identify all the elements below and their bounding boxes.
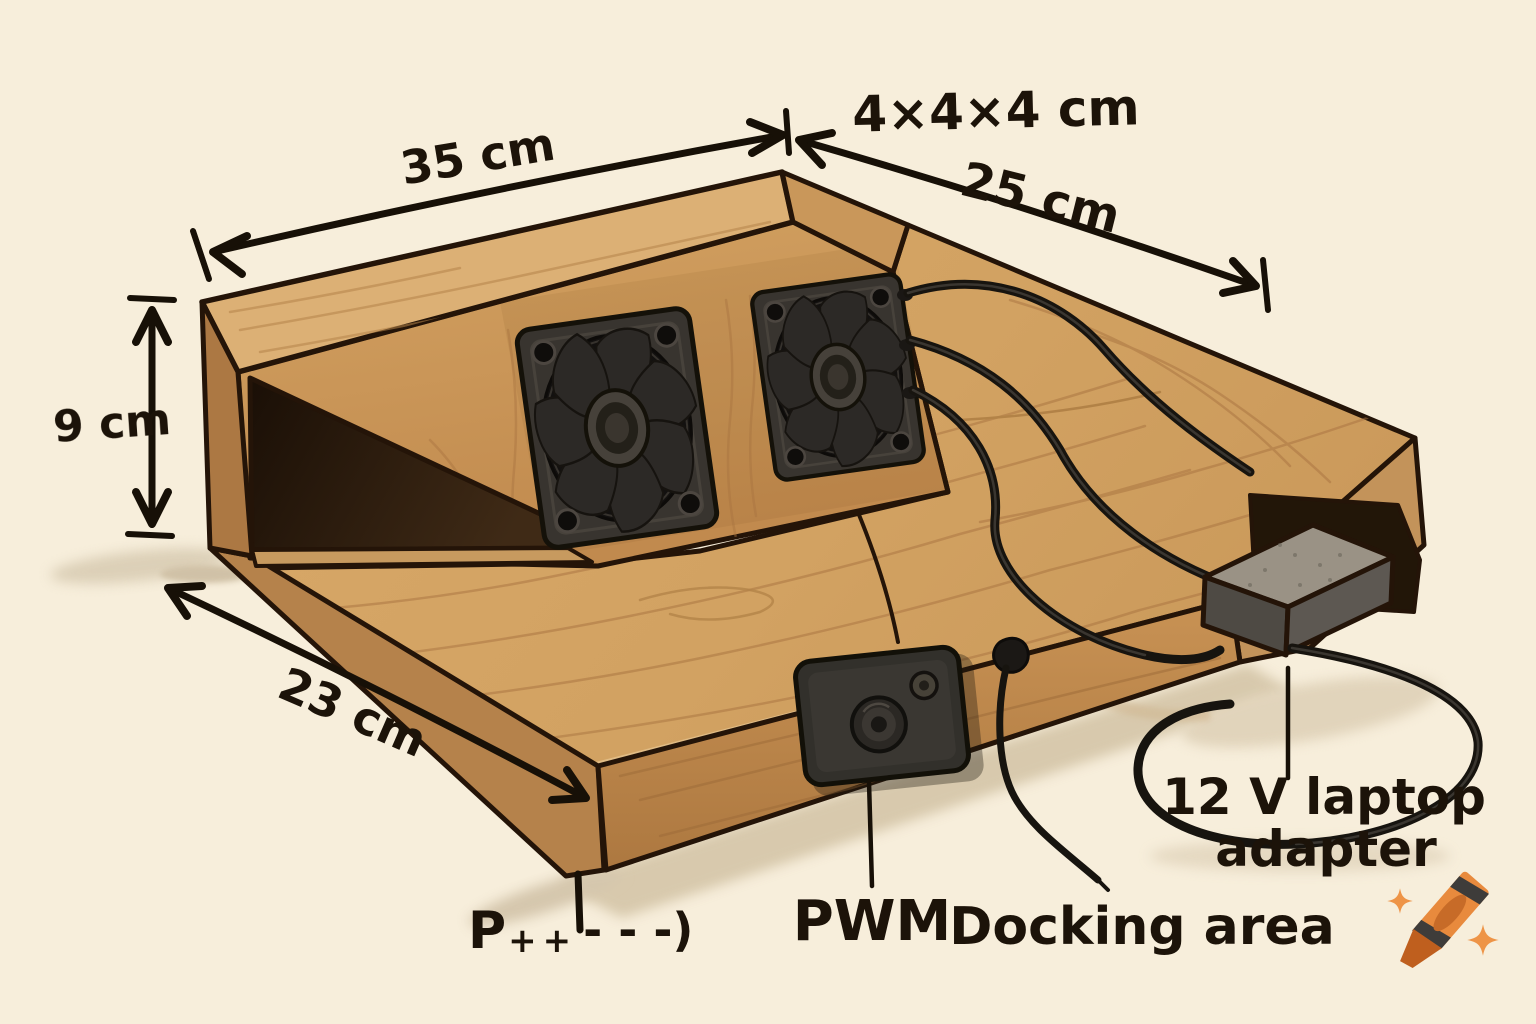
- cooling-fan-right: [751, 273, 926, 483]
- crayon-watermark: [1387, 871, 1499, 969]
- wedge-left-edge: [199, 299, 255, 559]
- dimension-arrow-25cm: [795, 129, 1271, 313]
- dimension-arrow-9cm: [125, 295, 177, 539]
- dim-label-4x4x4: 4×4×4 cm: [852, 78, 1141, 144]
- docking-cable: [992, 636, 1110, 892]
- wiring-dash-line: [574, 870, 584, 934]
- pwm-leader-line: [866, 779, 875, 889]
- fan-cable-3-sheen: [911, 388, 1147, 657]
- pwm-label: PWM: [793, 889, 952, 954]
- cavity-floor: [250, 546, 594, 568]
- adapter-texture: [1248, 543, 1342, 587]
- adapter-label-line2: adapter: [1215, 820, 1437, 878]
- dimension-arrow-23cm: [164, 582, 590, 804]
- adapter-cord: [1133, 643, 1483, 849]
- crayon-icon: [1400, 871, 1489, 969]
- fan-cable-1-sheen: [906, 283, 1252, 474]
- power-adapter: [1200, 522, 1396, 658]
- cooling-fan-left: [516, 307, 720, 551]
- cable-clip: [992, 636, 1030, 674]
- dimension-annotations: [125, 108, 1291, 934]
- docking-area-label: Docking area: [949, 897, 1335, 957]
- fan-cables: [897, 279, 1255, 664]
- dim-label-9cm: 9 cm: [51, 394, 172, 453]
- pwm-controller: [793, 644, 984, 796]
- wiring-label: P++- - -): [468, 901, 693, 961]
- dimension-arrow-35cm: [190, 108, 792, 282]
- adapter-label-line1: 12 V laptop: [1162, 768, 1486, 826]
- fan-cable-2-sheen: [908, 338, 1234, 588]
